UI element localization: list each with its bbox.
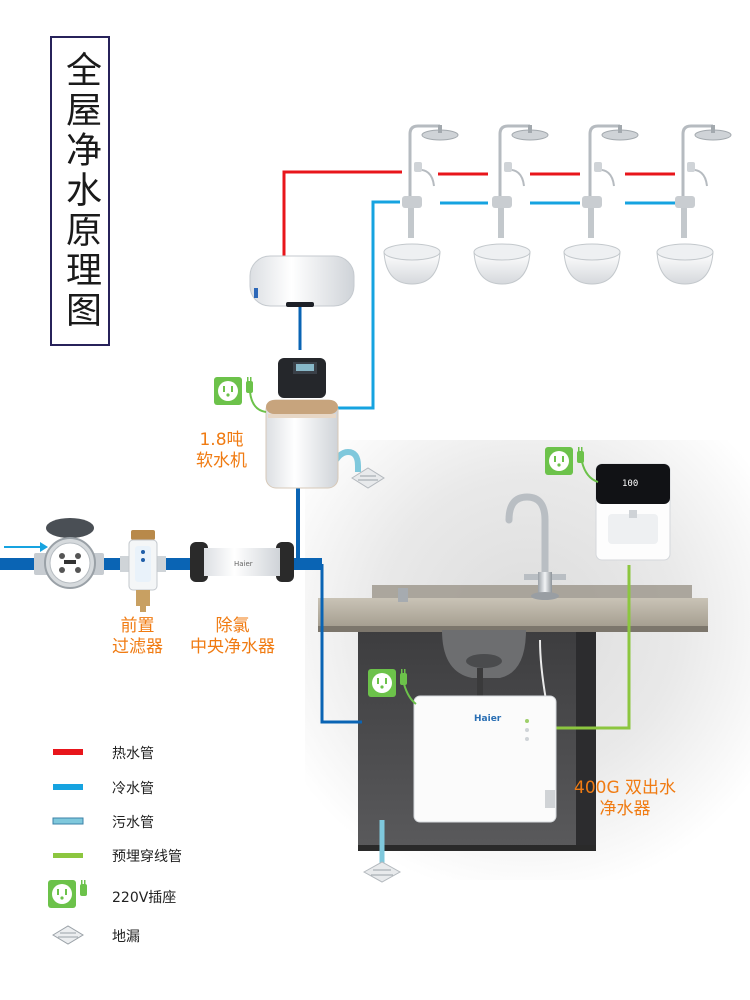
legend-label-socket: 220V插座 <box>112 890 177 906</box>
water-softener <box>265 358 339 489</box>
legend-label-conduit: 预埋穿线管 <box>112 849 182 865</box>
inlet-arrow-icon <box>4 542 48 552</box>
legend-socket-graphic <box>48 880 87 908</box>
legend-label-waste: 污水管 <box>112 815 154 831</box>
water-dispenser: 100 <box>595 463 671 561</box>
conduit-pipe <box>556 565 631 730</box>
hot-riser-pipe <box>282 170 402 258</box>
legend-swatch-conduit <box>53 853 83 858</box>
legend-swatches <box>48 749 87 945</box>
dechlor-purifier-device: Haier <box>190 542 294 582</box>
label-purifier: 400G 双出水 净水器 <box>574 778 676 820</box>
diagram-title: 全屋净水原理图 <box>60 51 101 331</box>
label-softener-line2: 软水机 <box>196 451 247 471</box>
cold-riser-pipe <box>336 200 400 410</box>
kitchen-countertop <box>318 598 708 628</box>
label-purifier-line2: 净水器 <box>599 799 651 819</box>
shower-basin-fixture <box>656 124 732 285</box>
socket-icon <box>48 880 87 908</box>
dechlor-brand: Haier <box>234 560 253 568</box>
power-cord <box>249 391 267 413</box>
socket-icon <box>368 669 407 697</box>
under-sink-purifier: Haier <box>413 695 557 823</box>
shower-basin-fixture <box>473 124 549 285</box>
legend-swatch-waste <box>52 817 84 825</box>
kitchen-scene <box>305 440 750 880</box>
cabinet-base <box>358 845 596 851</box>
power-cord <box>403 683 417 705</box>
label-softener-line1: 1.8吨 <box>199 430 244 450</box>
legend-label-drain: 地漏 <box>112 929 140 945</box>
counter-tap <box>398 588 408 602</box>
socket-icon <box>545 447 584 475</box>
legend-label-hot: 热水管 <box>112 746 154 762</box>
counter-edge <box>318 626 708 632</box>
sink-drain <box>466 654 502 668</box>
purifier-brand: Haier <box>474 714 502 724</box>
socket-icon <box>214 377 253 405</box>
cabinet-side <box>576 632 596 850</box>
bathroom-fixtures <box>383 124 732 285</box>
floor-drain-icon <box>52 925 84 945</box>
label-prefilter-line2: 过滤器 <box>112 637 163 657</box>
legend-label-cold: 冷水管 <box>112 781 154 797</box>
kitchen-faucet <box>505 493 566 600</box>
water-meter <box>34 518 104 589</box>
power-cord <box>581 461 599 483</box>
legend-swatch-cold <box>53 784 83 790</box>
floor-drain-icon <box>362 861 402 883</box>
label-dechlor: 除氯 中央净水器 <box>190 616 275 658</box>
under-sink-cold-pipe <box>320 564 362 724</box>
supply-hose <box>539 639 547 701</box>
water-heater <box>249 255 355 307</box>
label-softener: 1.8吨 软水机 <box>196 430 247 472</box>
dispenser-display: 100 <box>622 479 638 489</box>
label-dechlor-line2: 中央净水器 <box>190 637 275 657</box>
title-box: 全屋净水原理图 <box>50 36 110 346</box>
shower-basin-fixture <box>383 124 459 285</box>
floor-drain-icon <box>351 467 385 489</box>
legend-swatch-hot <box>53 749 83 755</box>
prefilter-device <box>120 530 166 612</box>
label-prefilter: 前置 过滤器 <box>112 616 163 658</box>
power-sockets <box>214 377 599 705</box>
shower-basin-fixture <box>563 124 639 285</box>
label-dechlor-line1: 除氯 <box>215 616 250 636</box>
label-purifier-line1: 400G 双出水 <box>574 778 677 798</box>
label-prefilter-line1: 前置 <box>120 616 155 636</box>
